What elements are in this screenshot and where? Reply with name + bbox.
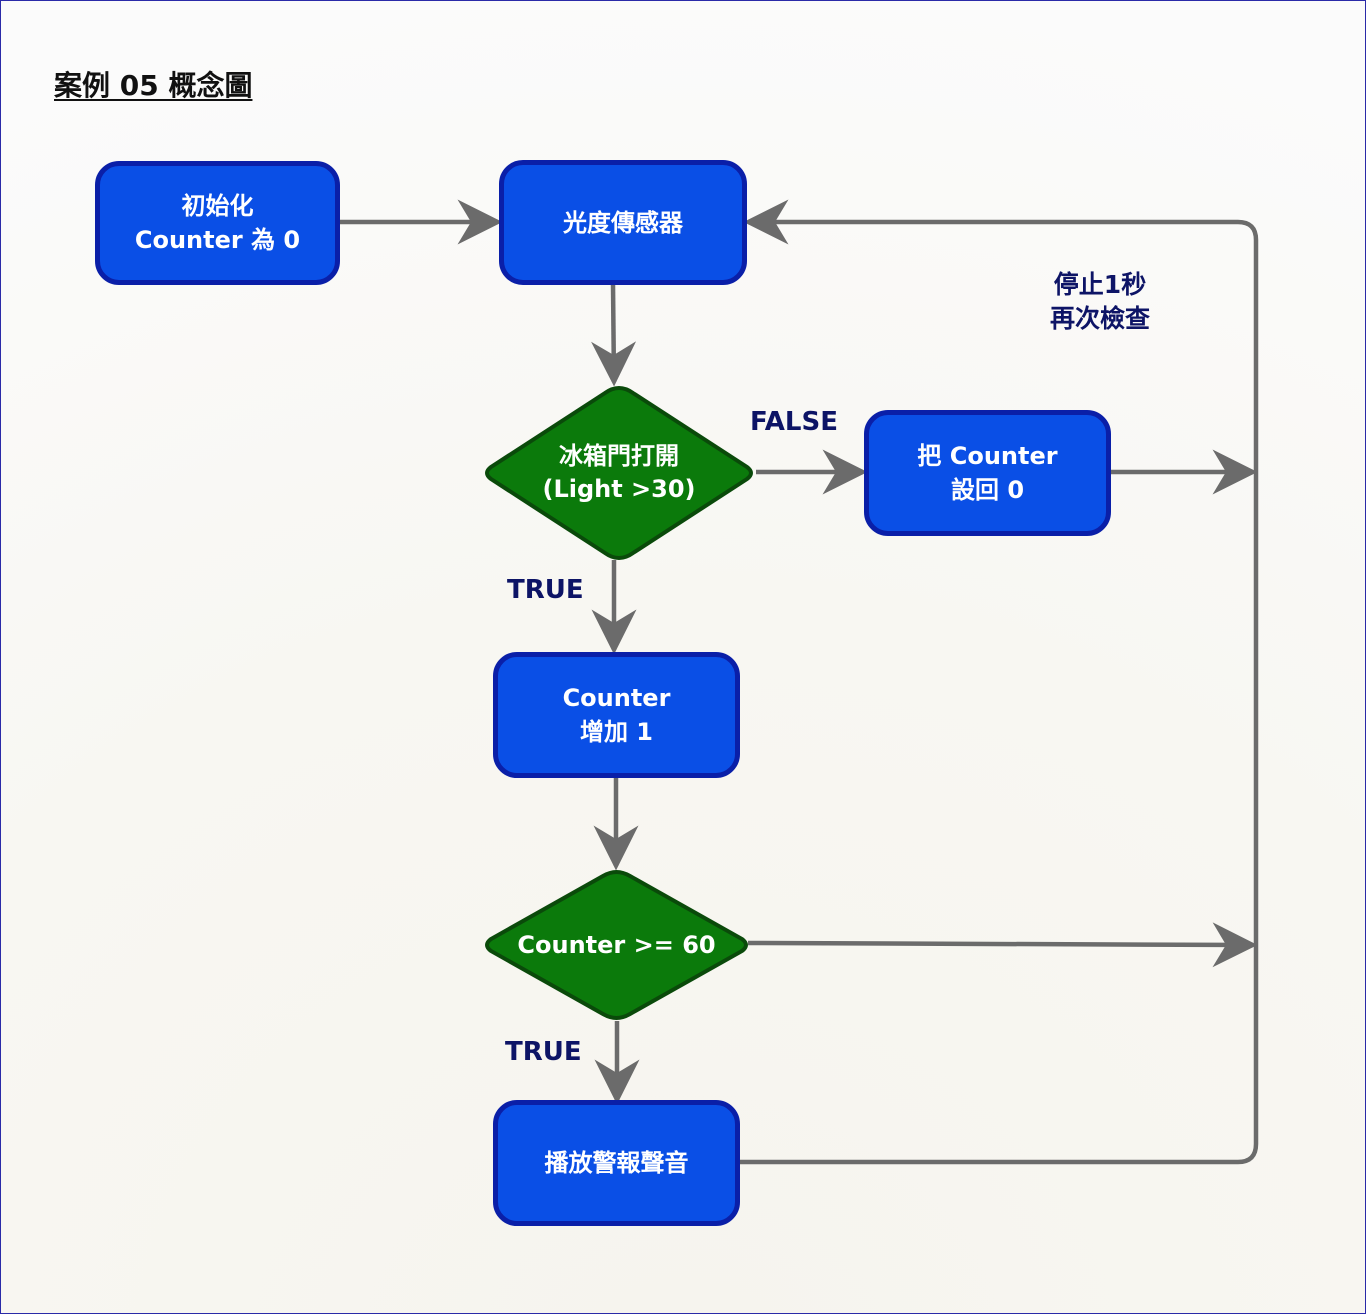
reset-counter-node: 把 Counter 設回 0 [864, 410, 1111, 536]
threshold-decision: Counter >= 60 [479, 868, 754, 1022]
play-alarm-node: 播放警報聲音 [493, 1100, 740, 1226]
false-edge-label: FALSE [750, 407, 838, 437]
door-open-diamond [485, 385, 753, 561]
init-counter-node: 初始化 Counter 為 0 [95, 161, 340, 285]
threshold-diamond [485, 869, 748, 1021]
true-edge-label-1: TRUE [507, 575, 584, 605]
increment-counter-label: Counter 增加 1 [562, 684, 671, 746]
edge-alarm-loop-back-to-sensor [739, 199, 1259, 1165]
true-edge-label-2: TRUE [505, 1037, 582, 1067]
diagram-title: 案例 05 概念圖 [54, 69, 253, 102]
door-open-decision: 冰箱門打開 (Light >30) [479, 384, 759, 562]
light-sensor-label: 光度傳感器 [563, 208, 683, 237]
init-counter-label: 初始化 Counter 為 0 [134, 192, 301, 254]
reset-counter-label: 把 Counter 設回 0 [917, 442, 1058, 504]
edge-threshold-false-to-loop [747, 922, 1258, 968]
increment-counter-node: Counter 增加 1 [493, 652, 740, 778]
threshold-label: Counter >= 60 [517, 930, 716, 959]
door-open-label: 冰箱門打開 (Light >30) [542, 442, 696, 503]
light-sensor-node: 光度傳感器 [499, 160, 747, 285]
play-alarm-label: 播放警報聲音 [544, 1149, 689, 1177]
wait-and-recheck-note: 停止1秒 再次檢查 [1049, 270, 1150, 333]
edge-sensor-to-door [591, 283, 637, 387]
